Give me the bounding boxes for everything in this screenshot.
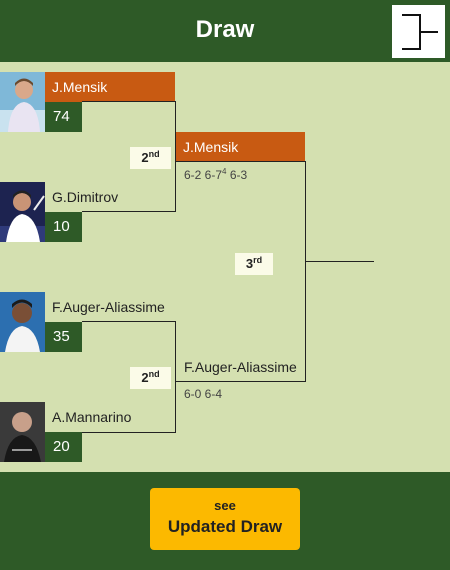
- match-score: 6-2 6-74 6-3: [184, 167, 248, 183]
- round2-winner[interactable]: F.Auger-Aliassime: [184, 359, 297, 375]
- player-name[interactable]: A.Mannarino: [52, 409, 132, 425]
- player-seed: 35: [45, 322, 82, 352]
- round-suffix: nd: [148, 149, 160, 159]
- score-sets: 6-3: [226, 168, 248, 182]
- round-number: 3: [245, 256, 254, 271]
- player-name[interactable]: G.Dimitrov: [52, 189, 119, 205]
- bracket-line: [305, 261, 374, 262]
- player-photo-auger-aliassime: [0, 292, 45, 352]
- bracket-line: [305, 161, 306, 382]
- player-photo-mannarino: [0, 402, 45, 462]
- bracket-line: [175, 101, 176, 212]
- header-bar: Draw: [0, 0, 450, 62]
- see-updated-draw-button[interactable]: see Updated Draw: [150, 488, 300, 550]
- round2-winner-highlight[interactable]: J.Mensik: [176, 132, 305, 162]
- score-sets: 6-2 6-7: [184, 168, 223, 182]
- bracket-line: [82, 321, 176, 322]
- player-seed: 10: [45, 212, 82, 242]
- player-seed: 20: [45, 432, 82, 462]
- bracket-line: [82, 101, 176, 102]
- player-photo-mensik: [0, 72, 45, 132]
- bracket-line: [175, 321, 176, 433]
- round-badge-2nd: 2nd: [130, 147, 171, 169]
- round-suffix: nd: [148, 369, 160, 379]
- round-badge-2nd: 2nd: [130, 367, 171, 389]
- round-number: 2: [141, 150, 149, 165]
- round-badge-3rd: 3rd: [235, 253, 273, 275]
- cta-small-label: see: [214, 498, 236, 513]
- cta-main-label: Updated Draw: [167, 517, 283, 536]
- player-name-winner-highlight[interactable]: J.Mensik: [45, 72, 175, 102]
- page-title: Draw: [195, 16, 255, 43]
- round-number: 2: [141, 370, 149, 385]
- player-seed: 74: [45, 102, 82, 132]
- bracket-line: [176, 381, 306, 382]
- player-name[interactable]: F.Auger-Aliassime: [52, 299, 165, 315]
- footer-bar: see Updated Draw: [0, 472, 450, 570]
- bracket-line: [82, 211, 176, 212]
- bracket-line: [176, 161, 306, 162]
- bracket-line: [82, 432, 176, 433]
- player-photo-dimitrov: [0, 182, 45, 242]
- bracket-icon-glyph: [402, 14, 438, 50]
- match-score: 6-0 6-4: [184, 387, 223, 401]
- round-suffix: rd: [253, 255, 263, 265]
- tiebreak-score: 4: [222, 167, 227, 176]
- bracket-icon[interactable]: [392, 5, 445, 58]
